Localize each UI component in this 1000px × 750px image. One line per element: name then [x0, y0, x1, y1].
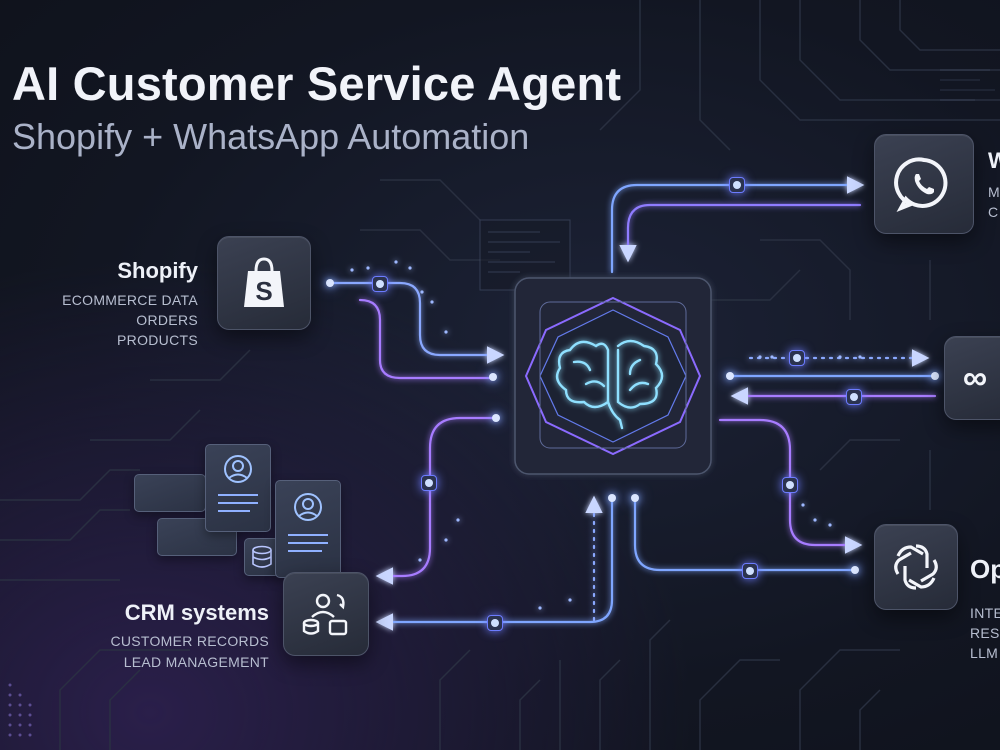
crm-record-card — [134, 474, 206, 512]
shopify-tile[interactable]: S — [217, 236, 311, 330]
flow-crm-out — [375, 416, 499, 585]
flow-endpoint-dot — [851, 566, 859, 574]
whatsapp-icon — [894, 157, 948, 212]
openai-line-1: INTE — [970, 605, 1000, 621]
openai-tile[interactable] — [874, 524, 958, 610]
integration-tile[interactable]: ∞ — [944, 336, 1000, 420]
flow-node-chip — [487, 615, 503, 631]
crm-line-2: LEAD MANAGEMENT — [123, 654, 269, 670]
page-title: AI Customer Service Agent — [12, 57, 622, 110]
flow-node-chip — [421, 475, 437, 491]
shopify-line-1: ECOMMERCE DATA — [62, 292, 198, 308]
flow-node-chip — [742, 563, 758, 579]
flow-node-chip — [782, 477, 798, 493]
whatsapp-title: W — [988, 148, 1000, 173]
openai-icon — [894, 544, 938, 590]
user-avatar-icon — [218, 455, 258, 512]
flow-endpoint-dot — [489, 373, 497, 381]
user-avatar-icon — [288, 493, 328, 552]
flow-endpoint-dot — [931, 372, 939, 380]
flow-node-chip — [729, 177, 745, 193]
whatsapp-tile[interactable] — [874, 134, 974, 234]
crm-profile-card — [205, 444, 271, 532]
flow-node-chip — [846, 389, 862, 405]
whatsapp-line-1: M — [988, 184, 1000, 200]
flow-endpoint-dot — [631, 494, 639, 502]
infinity-link-icon: ∞ — [962, 358, 988, 397]
openai-title: Op — [970, 554, 1000, 584]
page-subtitle: Shopify + WhatsApp Automation — [12, 116, 530, 157]
flow-endpoint-dot — [326, 279, 334, 287]
whatsapp-line-2: C — [988, 204, 999, 220]
flow-shopify-in-2 — [358, 298, 495, 380]
flow-node-chip — [789, 350, 805, 366]
flow-endpoint-dot — [492, 414, 500, 422]
crm-profile-card — [275, 480, 341, 578]
flow-whatsapp-in — [619, 203, 862, 263]
flow-shopify-in — [328, 281, 505, 364]
shopify-line-3: PRODUCTS — [117, 332, 198, 348]
openai-line-2: RESI — [970, 625, 1000, 641]
database-icon — [252, 545, 272, 568]
flow-openai-out — [633, 496, 857, 572]
shopify-title: Shopify — [117, 258, 198, 283]
flow-endpoint-dot — [608, 494, 616, 502]
brain-icon — [555, 339, 664, 430]
flow-node-chip — [372, 276, 388, 292]
flow-crm-in — [375, 496, 614, 631]
crm-title: CRM systems — [124, 600, 269, 625]
flow-whatsapp-out — [610, 176, 865, 274]
ai-core-hub — [514, 277, 712, 475]
shopify-line-2: ORDERS — [136, 312, 198, 328]
shopify-bag-icon: S — [244, 257, 284, 307]
crm-sync-icon — [302, 593, 348, 636]
flow-endpoint-dot — [726, 372, 734, 380]
crm-tile[interactable] — [283, 572, 369, 656]
svg-text:S: S — [255, 276, 272, 306]
openai-line-3: LLM — [970, 645, 999, 661]
crm-line-1: CUSTOMER RECORDS — [110, 633, 269, 649]
